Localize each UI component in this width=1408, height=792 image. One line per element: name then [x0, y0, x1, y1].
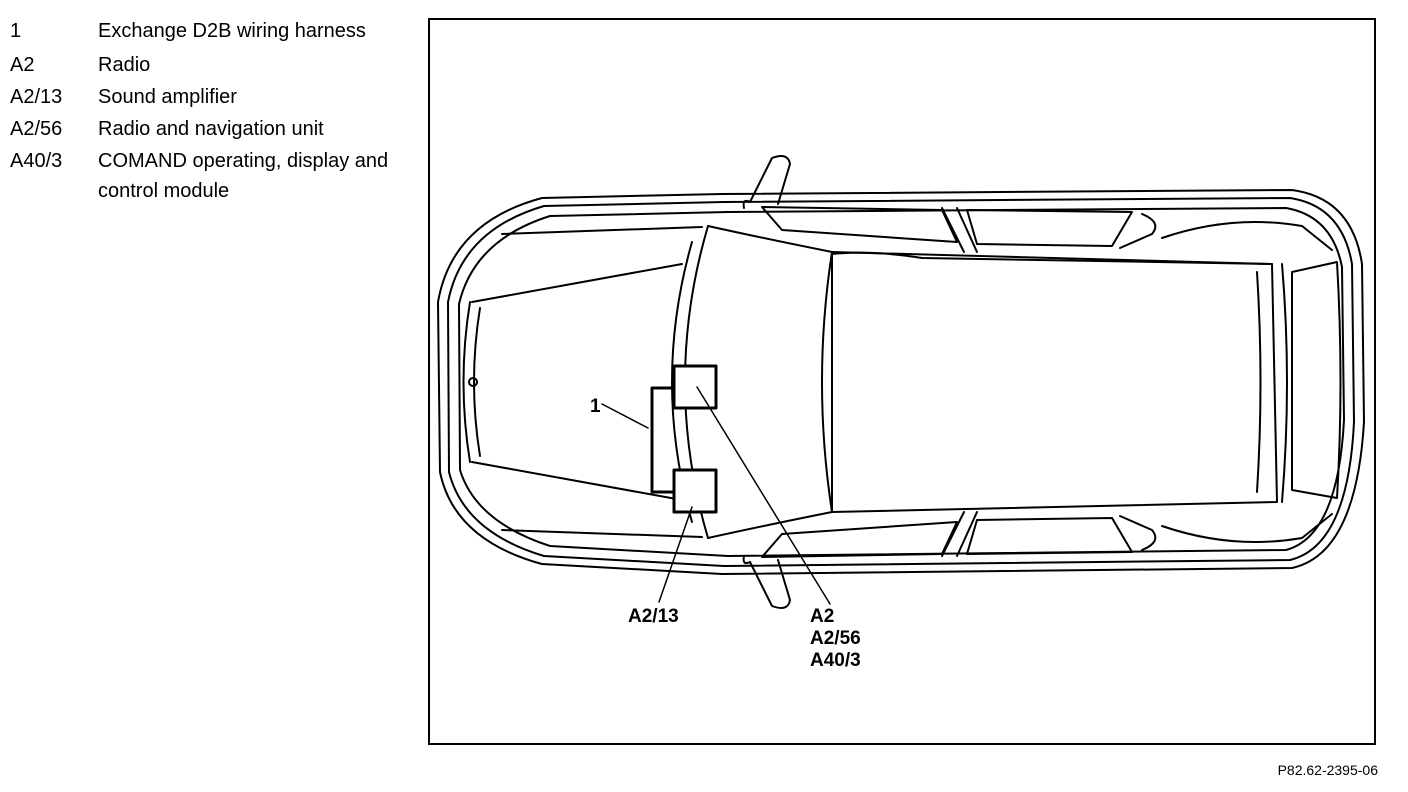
- mirror-bottom: [742, 555, 791, 609]
- component-boxes: [650, 364, 718, 514]
- legend-row: 1 Exchange D2B wiring harness: [10, 16, 425, 46]
- callout-a2: A2: [810, 606, 834, 627]
- legend-code: A40/3: [10, 150, 63, 172]
- roof: [821, 251, 1278, 513]
- car-diagram: 1 A2/13 A2 A2/56 A40/3: [437, 155, 1365, 671]
- figure-reference: P82.62-2395-06: [1277, 762, 1378, 778]
- leader-lines: [601, 386, 831, 605]
- legend-code: A2/56: [10, 118, 63, 140]
- leader-amp: [658, 506, 693, 603]
- legend-desc: Sound amplifier: [98, 86, 237, 108]
- diagram-frame: 1 A2/13 A2 A2/56 A40/3: [428, 18, 1376, 745]
- callout-1: 1: [590, 396, 601, 417]
- wiring-harness: [650, 386, 676, 494]
- side-windows-top: [761, 206, 1333, 253]
- legend-row: A40/3 COMAND operating, display and cont…: [10, 146, 425, 206]
- callout-a2-56: A2/56: [810, 628, 861, 649]
- mirror-top: [742, 155, 791, 209]
- legend-row: A2/56 Radio and navigation unit: [10, 114, 425, 144]
- legend: 1 Exchange D2B wiring harness A2 Radio A…: [10, 16, 425, 210]
- legend-desc: Radio: [98, 54, 151, 76]
- legend-code: A2/13: [10, 86, 63, 108]
- amplifier-box: [672, 468, 718, 514]
- car-body-outline: [437, 189, 1365, 575]
- side-windows-bottom: [761, 511, 1333, 558]
- legend-code: A2: [10, 54, 35, 76]
- leader-harness: [601, 403, 649, 429]
- legend-desc: COMAND operating, display and control mo…: [98, 150, 389, 202]
- callout-a40-3: A40/3: [810, 650, 861, 671]
- leader-radio: [696, 386, 831, 605]
- hood: [462, 226, 703, 538]
- callout-a2-13: A2/13: [628, 606, 679, 627]
- legend-row: A2/13 Sound amplifier: [10, 82, 425, 112]
- legend-desc: Radio and navigation unit: [98, 118, 324, 140]
- legend-row: A2 Radio: [10, 50, 425, 80]
- legend-desc: Exchange D2B wiring harness: [98, 20, 366, 42]
- legend-code: 1: [10, 20, 22, 42]
- radio-unit-box: [672, 364, 718, 410]
- rear-window: [1281, 261, 1342, 503]
